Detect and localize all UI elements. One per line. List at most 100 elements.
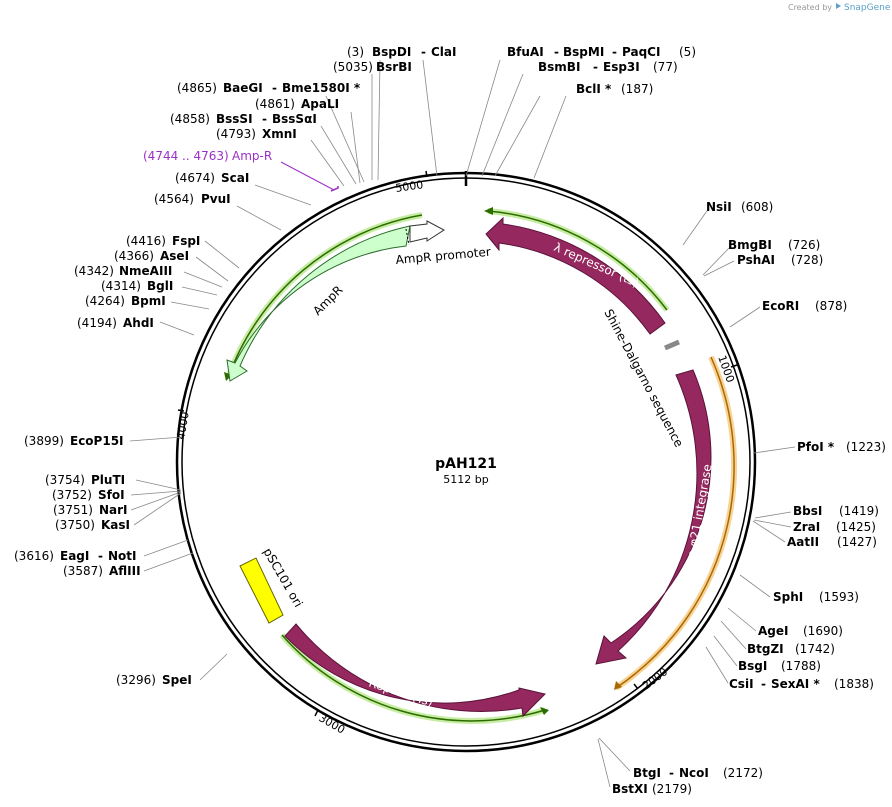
lambda-repressor-arc-arrow-icon: [484, 207, 493, 215]
site-label-text: KasI: [101, 518, 130, 532]
site-zrai[interactable]: ZraI (1425): [793, 520, 876, 534]
site-label-text: BsrBI: [376, 60, 412, 74]
site-fspi[interactable]: (4416) FspI: [126, 234, 200, 248]
feature-psc101-ori[interactable]: [239, 557, 284, 624]
site-bsmbi-esp3i[interactable]: BsmBI - Esp3I (77): [538, 60, 678, 74]
site-btgzi[interactable]: BtgZI (1742): [747, 642, 835, 656]
feature-ampr-promoter[interactable]: [409, 220, 445, 243]
primer-range: (4744 .. 4763): [143, 149, 229, 163]
rep101-arc: [281, 634, 546, 722]
site-pluti[interactable]: (3754) PluTI: [45, 473, 125, 487]
site-afliii[interactable]: (3587) AflIII: [63, 564, 141, 578]
site-agei[interactable]: AgeI (1690): [758, 624, 843, 638]
site-label-text: NarI: [99, 503, 128, 517]
site-label-text: (1742): [795, 642, 835, 656]
site-label-text: (5): [679, 45, 696, 59]
site-label-text: (4793): [216, 127, 256, 141]
feature-lambda-repressor[interactable]: [485, 216, 666, 335]
site-label-text: (2172): [723, 766, 763, 780]
feature-direction-arcs: [224, 207, 738, 724]
site-sphi[interactable]: SphI (1593): [773, 590, 859, 604]
site-btgi-ncoi[interactable]: BtgI - NcoI (2172): [633, 766, 763, 780]
site-label-text: Bme1580I *: [282, 81, 361, 95]
site-xmni[interactable]: (4793) XmnI: [216, 127, 297, 141]
svg-text:-: -: [761, 677, 766, 691]
site-asei[interactable]: (4366) AseI: [114, 249, 189, 263]
site-pshai[interactable]: PshAI (728): [737, 253, 823, 267]
site-baegi-bme1580i[interactable]: (4865) BaeGI - Bme1580I *: [177, 81, 361, 95]
site-label-text: (4865): [177, 81, 217, 95]
site-bsgi[interactable]: BsgI (1788): [738, 659, 821, 673]
site-label-text: AhdI: [123, 316, 154, 330]
site-bbsi[interactable]: BbsI (1419): [793, 504, 879, 518]
site-label-text: SpeI: [162, 673, 192, 687]
feature-label-ampr: AmpR: [310, 283, 345, 318]
site-label-text: (4416): [126, 234, 166, 248]
plasmid-name: pAH121: [435, 456, 497, 472]
site-kasi[interactable]: (3750) KasI: [55, 518, 130, 532]
credit-prefix: Created by: [788, 3, 832, 12]
site-apali[interactable]: (4861) ApaLI: [255, 97, 339, 111]
site-bfuai-bspmi-paqci[interactable]: BfuAI - BspMI - PaqCI (5): [507, 45, 696, 59]
site-label-text: (4674): [175, 171, 215, 185]
site-label-text: (4858): [170, 112, 210, 126]
site-label-text: BstXI: [612, 782, 648, 796]
site-nari[interactable]: (3751) NarI: [53, 503, 128, 517]
site-pvui[interactable]: (4564) PvuI: [154, 192, 231, 206]
site-bpmi[interactable]: (4264) BpmI: [85, 294, 166, 308]
site-pfoi[interactable]: PfoI * (1223): [797, 440, 886, 454]
rep101-arc-arrow-icon: [540, 707, 549, 715]
ampr-divider: [405, 228, 410, 246]
site-aatii[interactable]: AatII (1427): [787, 535, 877, 549]
site-ecop15i[interactable]: (3899) EcoP15I: [24, 434, 124, 448]
site-label-text: (1425): [836, 520, 876, 534]
site-bstxi[interactable]: BstXI (2179): [612, 782, 692, 796]
feature-shine-dalgarno[interactable]: [664, 339, 680, 351]
site-label-text: SfoI: [98, 488, 125, 502]
site-label-text: EcoP15I: [70, 434, 124, 448]
site-label-text: ZraI: [793, 520, 820, 534]
site-label-text: (3751): [53, 503, 93, 517]
site-label-text: (3899): [24, 434, 64, 448]
site-label-text: (187): [621, 82, 653, 96]
feature-ampr[interactable]: [226, 225, 411, 382]
site-sfoi[interactable]: (3752) SfoI: [52, 488, 125, 502]
site-label-text: (4194): [77, 316, 117, 330]
site-eagi-noti[interactable]: (3616) EagI - NotI: [14, 549, 137, 563]
site-bsssi-bsssai[interactable]: (4858) BssSI - BssSαI: [170, 112, 317, 126]
site-ecori[interactable]: EcoRI (878): [762, 299, 847, 313]
site-label-text: NmeAIII: [119, 264, 172, 278]
site-ahdi[interactable]: (4194) AhdI: [77, 316, 154, 330]
tick-2000: [633, 683, 639, 690]
site-nsii[interactable]: NsiI (608): [706, 200, 773, 214]
site-spei[interactable]: (3296) SpeI: [116, 673, 192, 687]
site-label-text: EagI: [60, 549, 89, 563]
site-label-text: (3296): [116, 673, 156, 687]
svg-text:-: -: [593, 60, 598, 74]
integrase-arc-glow: [614, 355, 738, 691]
site-bmgbi[interactable]: BmgBI (726): [728, 238, 820, 252]
site-label-text: (5035): [333, 60, 373, 74]
site-label-text: NotI: [108, 549, 137, 563]
credit-brand: SnapGene: [844, 3, 891, 13]
site-bgli[interactable]: (4314) BglI: [101, 279, 173, 293]
feature-phage-integrase[interactable]: [595, 369, 712, 665]
site-label-text: BspDI: [372, 45, 411, 59]
svg-text:-: -: [554, 45, 559, 59]
svg-text:-: -: [272, 81, 277, 95]
site-label-text: CsiI: [729, 677, 754, 691]
site-csii-sexai[interactable]: CsiI - SexAI * (1838): [729, 677, 874, 691]
site-bspdi-clai[interactable]: (3) BspDI - ClaI: [347, 45, 456, 59]
site-leaders: [129, 59, 796, 788]
feature-label-ampr-promoter: AmpR promoter: [395, 245, 491, 267]
svg-text:-: -: [669, 766, 674, 780]
site-bcli[interactable]: BclI * (187): [576, 82, 653, 96]
site-scai[interactable]: (4674) ScaI: [175, 171, 249, 185]
site-label-text: NcoI: [679, 766, 709, 780]
site-label-text: PluTI: [91, 473, 125, 487]
primer-amp-r[interactable]: (4744 .. 4763) Amp-R: [143, 149, 339, 192]
site-nmeaiii[interactable]: (4342) NmeAIII: [74, 264, 172, 278]
site-bsrbi[interactable]: (5035) BsrBI: [333, 60, 412, 74]
feature-rep101[interactable]: [284, 623, 546, 718]
